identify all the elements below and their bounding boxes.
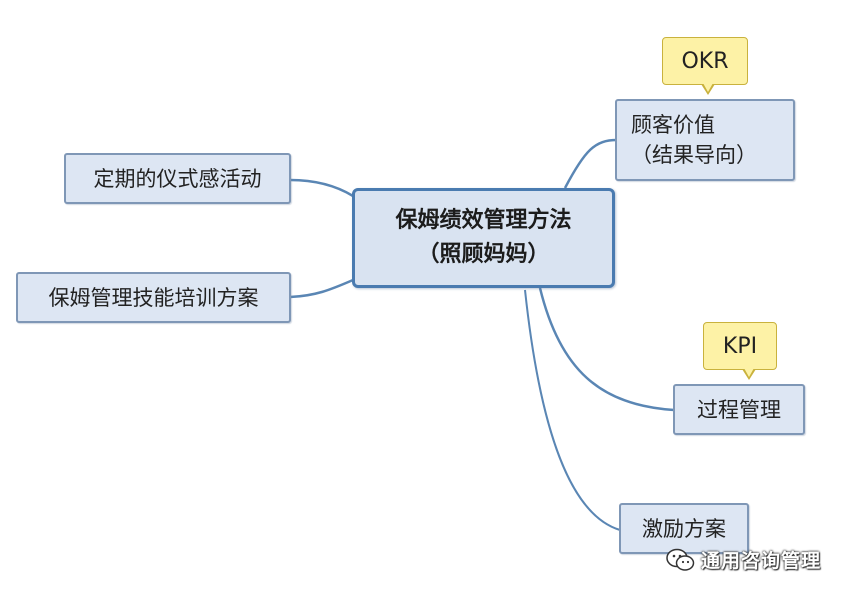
- connector-ritual: [289, 178, 354, 198]
- central-topic[interactable]: 保姆绩效管理方法 （照顾妈妈）: [352, 188, 615, 288]
- wechat-icon: [666, 548, 695, 571]
- branch-training-label: 保姆管理技能培训方案: [48, 285, 259, 310]
- connector-customer-value: [563, 138, 618, 189]
- connector-process: [538, 287, 675, 412]
- connector-incentive: [524, 289, 621, 531]
- branch-customer-value-title: 顾客价值: [631, 113, 715, 137]
- central-topic-title: 保姆绩效管理方法: [395, 208, 572, 233]
- connector-training: [289, 278, 354, 299]
- watermark: 通用咨询管理: [665, 546, 821, 573]
- central-topic-subtitle: （照顾妈妈）: [417, 242, 550, 267]
- okr-note[interactable]: OKR: [662, 37, 748, 95]
- branch-customer-value-subtitle: （结果导向）: [631, 143, 757, 167]
- branch-process-label: 过程管理: [697, 397, 781, 422]
- branch-ritual[interactable]: 定期的仪式感活动: [64, 153, 291, 204]
- okr-note-label: OKR: [681, 48, 729, 74]
- kpi-note-label: KPI: [722, 333, 758, 359]
- branch-training[interactable]: 保姆管理技能培训方案: [16, 272, 291, 323]
- branch-incentive[interactable]: 激励方案: [619, 503, 749, 554]
- watermark-text: 通用咨询管理: [700, 550, 821, 572]
- branch-ritual-label: 定期的仪式感活动: [93, 166, 262, 191]
- branch-process[interactable]: 过程管理: [673, 384, 805, 435]
- kpi-note[interactable]: KPI: [703, 322, 777, 380]
- branch-incentive-label: 激励方案: [642, 516, 726, 541]
- branch-customer-value[interactable]: 顾客价值 （结果导向）: [615, 99, 795, 181]
